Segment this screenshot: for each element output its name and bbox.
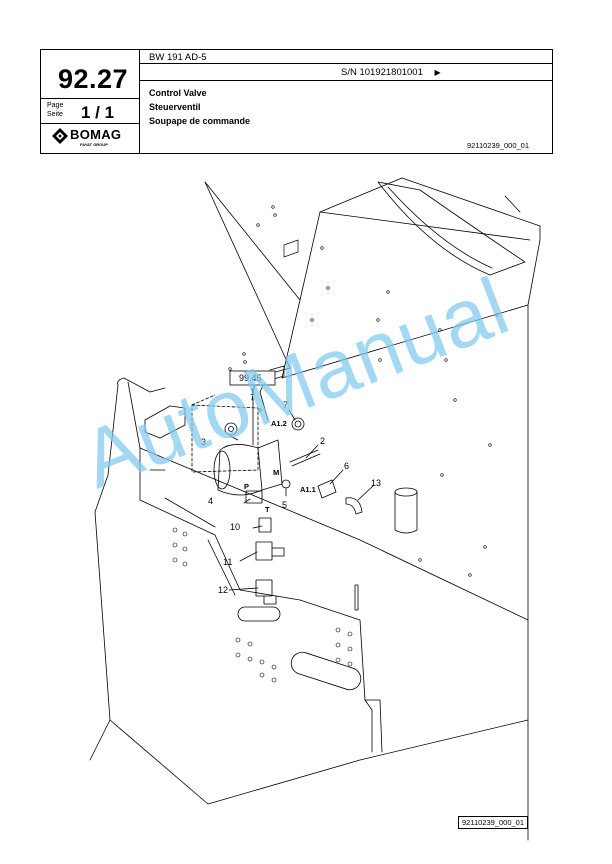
brand-logo: BOMAG FAYAT GROUP <box>52 126 132 150</box>
callout-11: 11 <box>223 557 233 567</box>
port-m: M <box>273 468 280 477</box>
callout-13: 13 <box>371 478 382 488</box>
callout-6: 6 <box>344 461 350 471</box>
page-count: 1 / 1 <box>81 103 115 122</box>
port-a11: A1.1 <box>300 485 316 494</box>
model-name: BW 191 AD-5 <box>149 52 207 63</box>
title-fr: Soupape de commande <box>149 116 251 126</box>
page-label-de: Seite <box>47 111 63 118</box>
brand-name: BOMAG <box>70 127 122 142</box>
title-en: Control Valve <box>149 88 207 98</box>
title-de: Steuerventil <box>149 102 201 112</box>
bomag-diamond-icon <box>52 128 68 144</box>
serial-number: S/N 101921801001 ▶ <box>341 67 441 78</box>
callout-4: 4 <box>208 496 214 506</box>
port-t: T <box>265 505 270 514</box>
reference-box <box>229 370 276 386</box>
reference-box-label: 99.45 <box>239 373 262 383</box>
header-doc-number: 92110239_000_01 <box>467 141 530 150</box>
callout-10: 10 <box>230 522 241 532</box>
callout-2: 2 <box>320 436 326 446</box>
page-label-en: Page <box>47 102 64 109</box>
page-number: 92.27 <box>58 64 129 94</box>
footer-doc-number: 92110239_000_01 <box>458 816 529 829</box>
callout-1: 1 <box>250 387 256 397</box>
port-p: P <box>244 482 250 491</box>
callout-5: 5 <box>282 500 288 510</box>
brand-subtitle: FAYAT GROUP <box>80 142 108 147</box>
serial-arrow-icon: ▶ <box>434 68 441 77</box>
serial-text: S/N 101921801001 <box>341 67 423 78</box>
callout-7: 7 <box>283 400 289 410</box>
port-a12: A1.2 <box>271 419 287 428</box>
callout-3: 3 <box>201 437 207 447</box>
callout-12: 12 <box>218 585 229 595</box>
